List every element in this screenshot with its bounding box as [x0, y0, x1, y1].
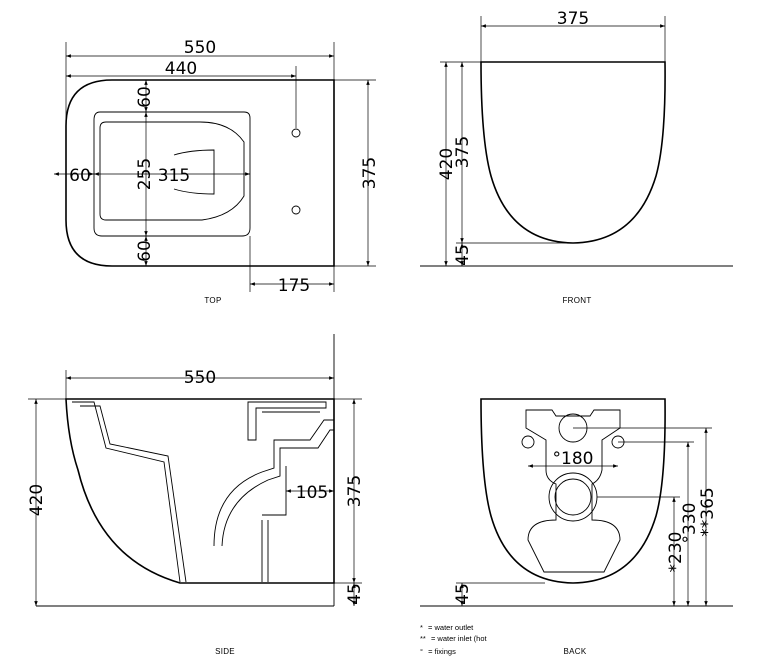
side-dim-outlet-offset: 105 — [296, 483, 328, 503]
top-dim-width: 375 — [360, 157, 380, 189]
front-view: 375 420 375 45 FRONT — [420, 9, 733, 305]
side-view-outlet-pipe — [261, 466, 287, 582]
legend-item-fixings: ° = fixings — [420, 647, 456, 656]
front-dim-height: 420 — [437, 148, 457, 180]
front-view-caption: FRONT — [562, 296, 591, 305]
top-view-caption: TOP — [204, 296, 221, 305]
top-dim-rim-top: 60 — [135, 86, 155, 108]
top-view-fixing-hole-upper — [291, 128, 301, 138]
front-dim-bowl-height: 375 — [453, 136, 473, 168]
front-dim-width: 375 — [557, 9, 589, 29]
back-dim-fixing-spacing: °180 — [553, 449, 594, 469]
back-view-outlet-hole-inner — [554, 478, 592, 516]
back-dim-fixing-height: °330 — [680, 503, 700, 544]
top-dim-overall-length: 550 — [184, 38, 216, 58]
side-dim-height: 420 — [27, 484, 47, 516]
front-dim-floor-gap: 45 — [453, 244, 473, 266]
top-view-fixing-hole-lower — [291, 205, 301, 215]
back-view-fixing-hole-left — [521, 435, 535, 449]
top-view-bowl-opening — [99, 121, 245, 221]
side-view-internal-bowl — [72, 401, 187, 583]
back-view-mounting-plate — [525, 409, 621, 573]
front-view-outline — [480, 61, 666, 244]
side-dim-bowl-height: 375 — [345, 475, 365, 507]
legend-symbol: ** — [420, 634, 426, 643]
back-dim-floor-gap: 45 — [453, 583, 473, 605]
side-view-caption: SIDE — [215, 647, 235, 656]
top-dim-opening-length: 315 — [158, 166, 190, 186]
legend-text: = water outlet — [428, 623, 474, 632]
legend-text: = water inlet (hot — [431, 634, 488, 643]
side-dim-length: 550 — [184, 368, 216, 388]
back-view: °180 *230 °330 **365 45 BACK — [420, 398, 733, 656]
top-dim-depth-to-fixing: 440 — [165, 59, 197, 79]
side-view: 550 420 105 375 45 SIDE — [27, 334, 365, 656]
top-dim-rim-bottom: 60 — [135, 240, 155, 262]
back-dim-inlet-height: **365 — [698, 487, 718, 536]
side-view-outline — [65, 398, 335, 584]
side-view-inlet — [247, 401, 327, 441]
legend: * = water outlet ** = water inlet (hot °… — [420, 623, 488, 656]
back-view-outline — [480, 398, 666, 584]
legend-item-outlet: * = water outlet — [420, 623, 474, 632]
legend-symbol: * — [420, 623, 423, 632]
top-view: 550 440 60 60 255 315 60 375 175 TOP — [54, 38, 380, 305]
top-view-outlet-opening — [173, 149, 215, 195]
side-dim-floor-gap: 45 — [345, 583, 365, 605]
top-view-rim-inner — [93, 111, 251, 237]
legend-item-inlet: ** = water inlet (hot — [420, 634, 488, 643]
legend-text: = fixings — [428, 647, 456, 656]
top-dim-rim-side: 60 — [69, 166, 91, 186]
top-view-outline — [65, 79, 335, 267]
side-view-trapway — [213, 419, 334, 547]
back-dim-outlet-height: *230 — [666, 532, 686, 573]
top-dim-fixing-offset: 175 — [278, 276, 310, 296]
legend-symbol: ° — [420, 647, 423, 656]
back-view-caption: BACK — [564, 647, 587, 656]
